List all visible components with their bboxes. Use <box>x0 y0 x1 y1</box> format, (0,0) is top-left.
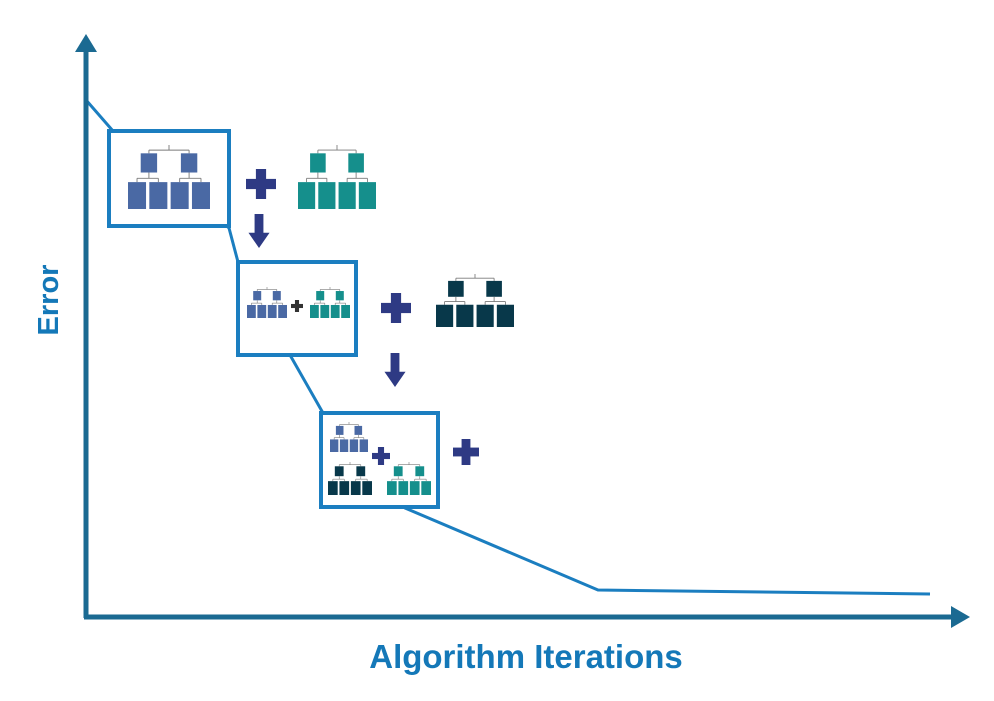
tree-icon-stage3-a <box>330 422 368 452</box>
tree-icon-stage2-b <box>310 287 350 318</box>
plus-icon-small-1 <box>291 300 303 312</box>
plus-icon-1 <box>246 169 276 199</box>
plus-icon-small-2 <box>372 447 390 465</box>
tree-icon-stage1-a <box>128 145 210 209</box>
y-axis-label: Error <box>33 265 65 336</box>
y-axis-arrowhead <box>75 34 97 52</box>
plus-icon-2 <box>381 293 411 323</box>
tree-icon-stage2-a <box>247 287 287 318</box>
x-axis-label: Algorithm Iterations <box>369 638 683 675</box>
plus-icon-3 <box>453 439 479 465</box>
arrow-down-icon-1 <box>248 214 270 248</box>
arrow-down-icon-2 <box>384 353 406 387</box>
x-axis-arrowhead <box>951 606 970 628</box>
tree-icon-stage3-b <box>328 462 372 495</box>
tree-icon-stage2-c <box>436 274 514 327</box>
tree-icon-stage1-b <box>298 145 376 209</box>
tree-icon-stage3-c <box>387 462 431 495</box>
